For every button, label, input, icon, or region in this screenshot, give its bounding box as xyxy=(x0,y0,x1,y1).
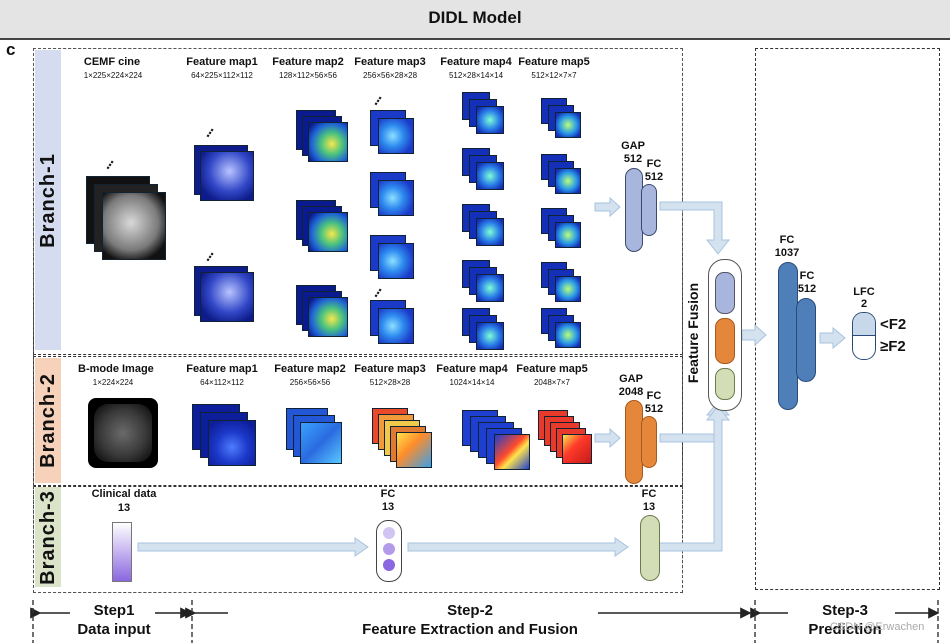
fusion-label: Feature Fusion xyxy=(685,282,702,384)
b2-fm2-stack xyxy=(286,408,348,466)
pred-fc2-label: FC xyxy=(799,270,815,282)
b2-fm1-stack xyxy=(192,404,262,468)
b2-fm5-stack xyxy=(538,410,596,472)
b1-fm1-label: Feature map1 xyxy=(186,56,258,68)
b1-fc-node xyxy=(641,184,657,236)
b2-fm3-stack xyxy=(372,408,436,470)
b1-fm3-stack-b xyxy=(370,172,415,218)
b2-fm5-label: Feature map5 xyxy=(516,363,588,375)
b1-fm4-dim: 512×28×14×14 xyxy=(448,71,504,80)
b1-fm2-label: Feature map2 xyxy=(272,56,344,68)
step3-subtitle: Prediction xyxy=(808,621,882,638)
b3-fc2-value: 13 xyxy=(642,501,656,513)
b1-fm4-stack-2 xyxy=(462,148,504,192)
branch-2-tab: Branch-2 xyxy=(35,358,61,483)
pred-fc1-label: FC xyxy=(779,234,795,246)
b1-fm4-stack-1 xyxy=(462,92,504,136)
b3-input-value: 13 xyxy=(117,502,131,514)
pred-fc1-node xyxy=(778,262,798,410)
b1-fm1-stack-top xyxy=(194,145,264,205)
b3-fc1-label: FC xyxy=(380,488,396,500)
b1-fm4-stack-3 xyxy=(462,204,504,248)
b1-fm3-label: Feature map3 xyxy=(354,56,426,68)
step1-subtitle: Data input xyxy=(77,621,151,638)
b3-fc2-node xyxy=(640,515,660,581)
b3-fc1-node xyxy=(376,520,402,582)
b3-fc1-value: 13 xyxy=(381,501,395,513)
b2-fm2-dim: 256×56×56 xyxy=(289,378,331,387)
prediction-frame xyxy=(755,48,940,590)
step2-title: Step-2 xyxy=(447,602,493,619)
b2-fm4-dim: 1024×14×14 xyxy=(449,378,495,387)
b3-fc2-label: FC xyxy=(641,488,657,500)
pred-lfc-label: LFC xyxy=(853,286,875,298)
b2-fm5-dim: 2048×7×7 xyxy=(533,378,571,387)
b1-fm5-stack-2 xyxy=(541,154,581,194)
b1-fm5-stack-1 xyxy=(541,98,581,138)
header-bar xyxy=(0,0,950,40)
pred-lfc-value: 2 xyxy=(860,298,868,310)
b1-fm2-stack-a xyxy=(296,110,348,165)
b2-fm4-label: Feature map4 xyxy=(436,363,508,375)
b1-fm5-stack-3 xyxy=(541,208,581,248)
b2-fm1-label: Feature map1 xyxy=(186,363,258,375)
b1-fm5-stack-5 xyxy=(541,308,581,348)
b1-fm1-stack-bottom xyxy=(194,266,264,326)
b1-fm4-label: Feature map4 xyxy=(440,56,512,68)
step1-title: Step1 xyxy=(93,602,135,619)
b1-fm4-stack-5 xyxy=(462,308,504,352)
b1-fm5-stack-4 xyxy=(541,262,581,302)
b2-input-dim: 1×224×224 xyxy=(92,378,134,387)
bmode-image xyxy=(88,398,158,468)
branch-1-tab: Branch-1 xyxy=(35,50,61,350)
b2-fm3-label: Feature map3 xyxy=(354,363,426,375)
b3-input-label: Clinical data xyxy=(91,488,157,500)
pred-fc2-value: 512 xyxy=(797,283,817,295)
b2-gap-value: 2048 xyxy=(618,386,644,398)
clinical-data-bar xyxy=(112,522,132,582)
b2-fm1-dim: 64×112×112 xyxy=(200,378,244,387)
b1-fm3-dim: 256×56×28×28 xyxy=(362,71,418,80)
pred-out-lt-f2: <F2 xyxy=(880,316,907,333)
extraction-frame xyxy=(33,48,683,593)
b1-fc-label: FC xyxy=(646,158,662,170)
b1-input-label: CEMF cine xyxy=(83,56,141,68)
step2-subtitle: Feature Extraction and Fusion xyxy=(362,621,578,638)
b2-fc-label: FC xyxy=(646,390,662,402)
b2-fc-node xyxy=(641,416,657,468)
b2-gap-label: GAP xyxy=(619,373,643,385)
fusion-container xyxy=(708,259,742,411)
b1-fm3-stack-a xyxy=(370,110,415,156)
b1-fm5-label: Feature map5 xyxy=(518,56,590,68)
b1-fm4-stack-4 xyxy=(462,260,504,304)
b1-fm1-dim: 64×225×112×112 xyxy=(191,71,253,80)
b2-fm4-stack xyxy=(462,410,532,472)
pred-out-ge-f2: ≥F2 xyxy=(880,338,906,355)
pred-fc2-node xyxy=(796,298,816,382)
branch-3-tab: Branch-3 xyxy=(35,487,61,587)
b1-input-stack xyxy=(86,176,176,268)
fusion-label-wrap: Feature Fusion xyxy=(680,268,706,398)
b1-fm3-stack-d xyxy=(370,300,415,346)
pred-fc1-value: 1037 xyxy=(774,247,800,259)
pred-lfc-node xyxy=(852,312,876,360)
b1-fm2-dim: 128×112×56×56 xyxy=(279,71,337,80)
panel-letter: c xyxy=(6,40,16,59)
b1-fm3-stack-c xyxy=(370,235,415,281)
b2-input-label: B-mode Image xyxy=(78,363,154,375)
b2-fm3-dim: 512×28×28 xyxy=(369,378,411,387)
diagram-title: DIDL Model xyxy=(428,8,522,27)
b2-fm2-label: Feature map2 xyxy=(274,363,346,375)
b1-gap-value: 512 xyxy=(623,153,643,165)
watermark: CSDN @Erwachen xyxy=(830,621,925,633)
b2-fc-value: 512 xyxy=(644,403,664,415)
b1-input-dim: 1×225×224×224 xyxy=(83,71,143,80)
b1-fm2-stack-b xyxy=(296,200,348,255)
step3-title: Step-3 xyxy=(822,602,868,619)
b1-fm5-dim: 512×12×7×7 xyxy=(531,71,577,80)
b1-gap-label: GAP xyxy=(621,140,645,152)
b1-fc-value: 512 xyxy=(644,171,664,183)
b1-fm2-stack-c xyxy=(296,285,348,340)
